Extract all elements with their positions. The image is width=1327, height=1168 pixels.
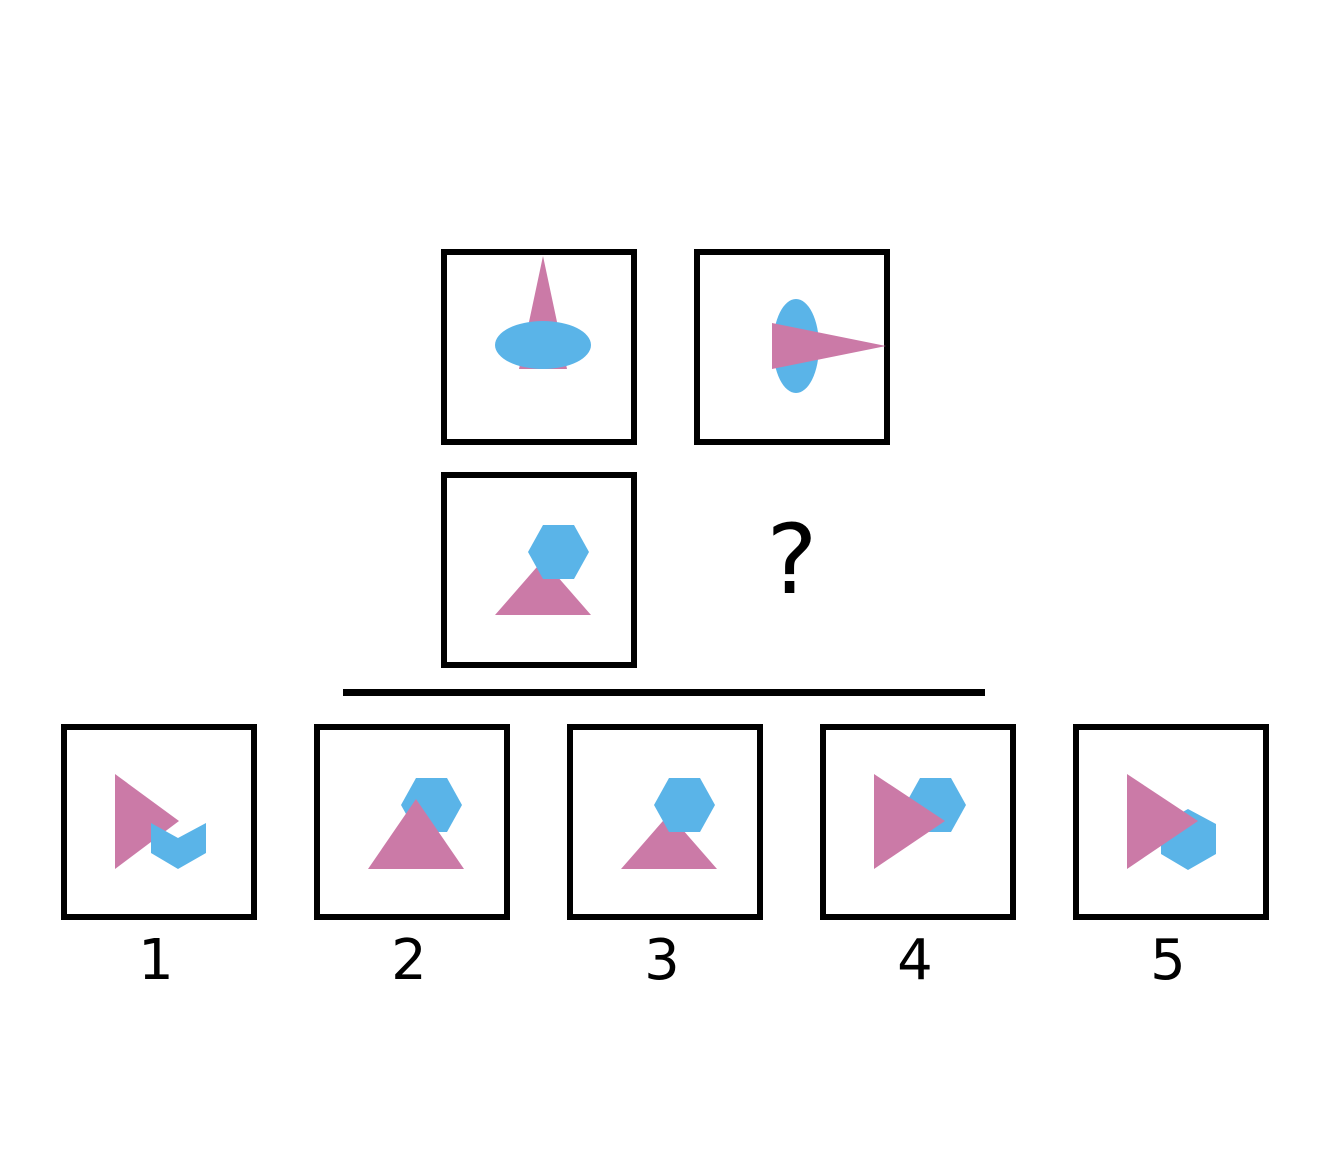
option-3[interactable] xyxy=(567,724,763,920)
option-5-label: 5 xyxy=(1150,928,1186,993)
matrix-cell-3 xyxy=(441,472,637,668)
option-4-shapes xyxy=(874,774,966,869)
cell-1-shapes xyxy=(495,256,591,369)
missing-cell-question-mark: ? xyxy=(766,504,818,616)
wide-ellipse xyxy=(495,321,591,369)
hexagon xyxy=(528,525,589,579)
triangle xyxy=(495,560,591,615)
option-3-label: 3 xyxy=(644,928,680,993)
cell-2-shapes xyxy=(772,299,886,393)
cell-3-shapes xyxy=(495,525,591,615)
hexagon xyxy=(151,823,206,869)
hexagon xyxy=(654,778,715,832)
option-3-shapes xyxy=(621,778,717,869)
option-5-shapes xyxy=(1127,774,1216,870)
divider-line xyxy=(343,689,985,696)
option-1[interactable] xyxy=(61,724,257,920)
option-5[interactable] xyxy=(1073,724,1269,920)
right-pointing-triangle xyxy=(1127,774,1198,869)
option-4-label: 4 xyxy=(897,928,933,993)
option-2-shapes xyxy=(368,778,464,869)
matrix-cell-1 xyxy=(441,249,637,445)
option-2[interactable] xyxy=(314,724,510,920)
option-4[interactable] xyxy=(820,724,1016,920)
triangle xyxy=(368,799,464,869)
right-pointing-triangle xyxy=(115,774,179,869)
option-1-label: 1 xyxy=(138,928,174,993)
option-2-label: 2 xyxy=(391,928,427,993)
wide-triangle xyxy=(772,323,886,369)
matrix-cell-2 xyxy=(694,249,890,445)
option-1-shapes xyxy=(115,774,206,869)
triangle xyxy=(621,814,717,869)
right-pointing-triangle xyxy=(874,774,945,869)
